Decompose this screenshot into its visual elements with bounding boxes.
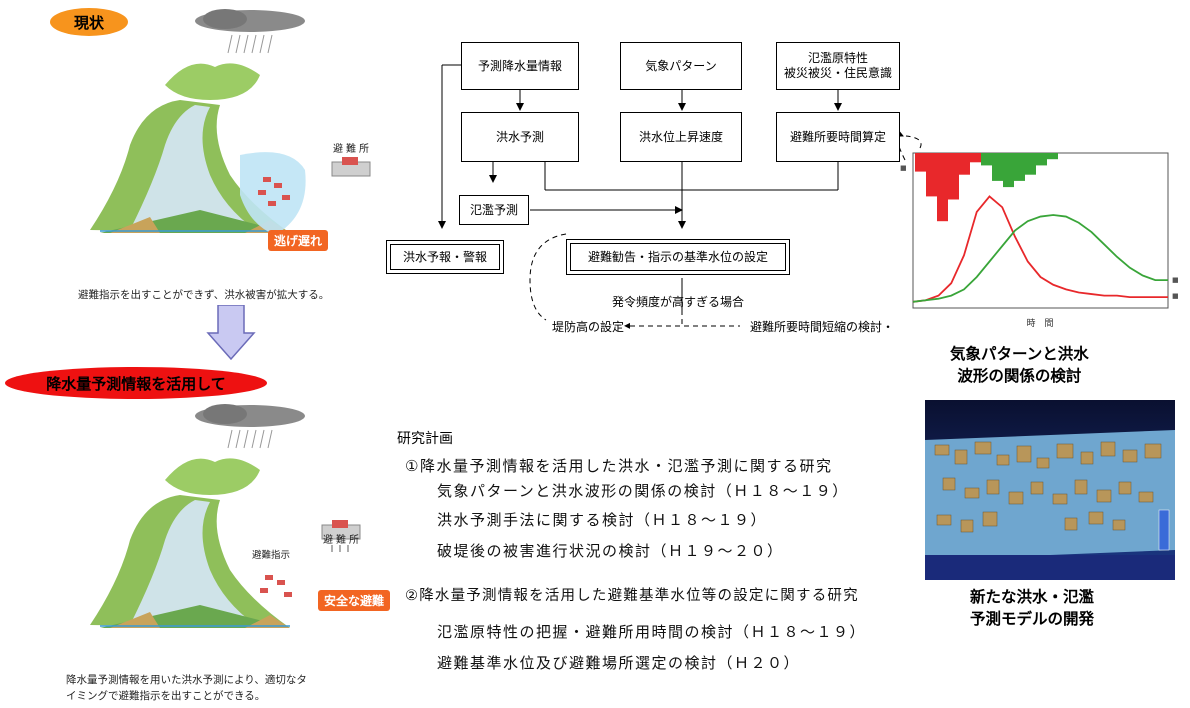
note-shorten: 避難所要時間短縮の検討・ (750, 320, 895, 334)
rain-bar-red-1 (926, 153, 937, 197)
plan-item-2-sub-2: 避難基準水位及び避難場所選定の検討（Ｈ２０） (437, 654, 801, 672)
rain-bar-green-9 (1014, 153, 1025, 181)
rain-bar-red-3 (948, 153, 959, 200)
arrow-left-glyph: ◂ (624, 318, 631, 332)
rain-bar-green-7 (992, 153, 1003, 181)
rain-bar-red-5 (970, 153, 981, 163)
current-badge: 現状 (50, 8, 128, 36)
plan-item-1-sub-3: 破堤後の被害進行状況の検討（Ｈ１９～２０） (437, 542, 784, 560)
rain-bar-green-6 (981, 153, 992, 166)
chart-caption: 気象パターンと洪水 波形の関係の検討 (950, 345, 1089, 385)
box-standard-level: 避難勧告・指示の基準水位の設定 (566, 239, 790, 275)
plan-item-1: ①降水量予測情報を活用した洪水・氾濫予測に関する研究 (405, 457, 833, 475)
rain-bars-red (915, 153, 981, 222)
down-arrow-icon (206, 305, 256, 361)
safe-badge-label: 安全な避難 (324, 594, 385, 608)
box-rain-forecast: 予測降水量情報 (461, 42, 579, 90)
rain-bars-green (981, 153, 1058, 188)
box-flood-forecast: 洪水予測 (461, 112, 579, 162)
note-too-frequent: 発令頻度が高すぎる場合 (612, 295, 745, 309)
box-rise-speed: 洪水位上昇速度 (620, 112, 742, 162)
series-line-green (912, 214, 1168, 303)
box-evac-time: 避難所要時間算定 (776, 112, 900, 162)
rain-bar-green-12 (1047, 153, 1058, 160)
plan-item-1-sub-1: 気象パターンと洪水波形の関係の検討（Ｈ１８～１９） (437, 482, 849, 500)
rain-bar-red-4 (959, 153, 970, 175)
plan-title: 研究計画 (397, 431, 453, 447)
improved-caption-line2: イミングで避難指示を出すことができる。 (66, 690, 266, 702)
box-inundation-forecast: 氾濫予測 (459, 195, 529, 225)
rain-bar-green-11 (1036, 153, 1047, 166)
current-badge-label: 現状 (73, 13, 104, 32)
rain-bar-green-8 (1003, 153, 1014, 188)
box-weather-pattern: 気象パターン (620, 42, 742, 90)
y-tick-right-2: ■ (1172, 292, 1179, 300)
flood-simulation-image (925, 400, 1175, 580)
box-warning: 洪水予報・警報 (386, 240, 504, 274)
note-levee: 堤防高の設定 (552, 320, 625, 334)
box-flood-characteristics: 氾濫原特性 被災被災・住民意識 (776, 42, 900, 90)
late-badge-label: 逃げ遅れ (274, 234, 323, 248)
current-caption: 避難指示を出すことができず、洪水被害が拡大する。 (78, 289, 330, 301)
plan-item-2-sub-1: 氾濫原特性の把握・避難所用時間の検討（Ｈ１８～１９） (437, 623, 867, 641)
current-river-illustration (90, 9, 371, 235)
y-tick-right-1: ■ (1172, 276, 1179, 284)
safe-badge: 安全な避難 (318, 590, 391, 611)
improved-caption-line1: 降水量予測情報を用いた洪水予測により、適切なタ (66, 674, 307, 686)
improved-river-illustration (90, 404, 361, 628)
y-tick-top: ■ (900, 164, 907, 172)
improved-badge: 降水量予測情報を活用して (5, 367, 267, 399)
plan-item-1-sub-2: 洪水予測手法に関する検討（Ｈ１８～１９） (437, 511, 768, 529)
rain-bar-red-0 (915, 153, 926, 172)
instruction-label: 避難指示 (252, 550, 291, 561)
chart-xlabel: 時 間 (1026, 318, 1053, 329)
late-badge: 逃げ遅れ (268, 230, 329, 251)
series-line-red (912, 195, 1168, 303)
improved-badge-label: 降水量予測情報を活用して (46, 374, 226, 393)
flood-wave-chart: ■ ■ ■ 時 間 (900, 152, 1179, 329)
rain-bar-green-10 (1025, 153, 1036, 175)
rain-bar-red-2 (937, 153, 948, 222)
improved-shelter-label: 避難所 (323, 535, 362, 546)
plan-item-2: ②降水量予測情報を活用した避難基準水位等の設定に関する研究 (405, 588, 859, 604)
current-shelter-label: 避難所 (333, 144, 372, 155)
simulation-caption: 新たな洪水・氾濫 予測モデルの開発 (970, 588, 1095, 628)
